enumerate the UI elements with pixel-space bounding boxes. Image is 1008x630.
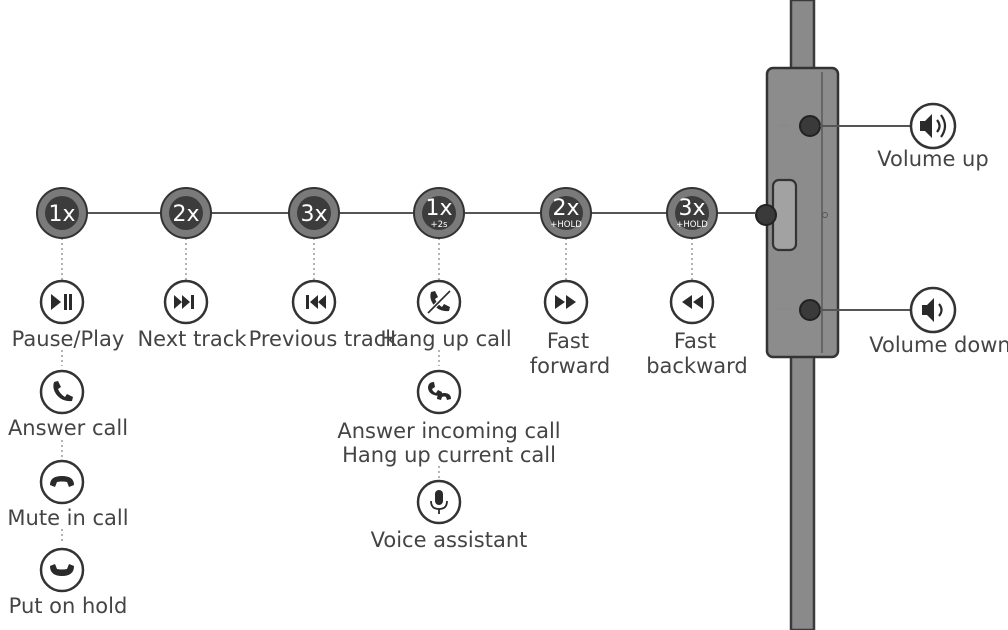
- volume-up-button[interactable]: [799, 115, 821, 137]
- press-count-label: 3x: [678, 196, 705, 221]
- action-label: Fast: [674, 329, 716, 353]
- action-label-line2: backward: [646, 354, 748, 378]
- fast-forward-icon: [543, 279, 589, 325]
- press-count-label: 2x: [172, 202, 199, 227]
- press-count-label: 3x: [300, 202, 327, 227]
- action-label: Next track: [137, 327, 247, 351]
- next-track-icon: [163, 279, 209, 325]
- action-label: Pause/Play: [12, 327, 125, 351]
- speaker-soft-icon: [909, 286, 957, 334]
- press-2x: 2x: [160, 187, 212, 239]
- plus-sign: +: [774, 111, 794, 139]
- remote-control: [765, 66, 840, 359]
- handset-down-icon: [39, 459, 85, 505]
- minus-sign: −: [774, 294, 794, 322]
- press-count-label: 1x: [425, 196, 452, 221]
- fast-backward-icon: [669, 279, 715, 325]
- press-duration-label: +HOLD: [550, 220, 582, 230]
- multifunction-button[interactable]: [755, 204, 777, 226]
- volume-down-button[interactable]: [799, 299, 821, 321]
- press-duration-label: +HOLD: [676, 220, 708, 230]
- action-label-line2: forward: [530, 354, 611, 378]
- action-label: Answer incoming call: [337, 419, 560, 443]
- play-pause-icon: [39, 279, 85, 325]
- phone-icon: [39, 369, 85, 415]
- press-3x-hold: 3x +HOLD: [666, 187, 718, 239]
- volume-up-label: Volume up: [877, 147, 988, 171]
- press-count-label: 2x: [552, 196, 579, 221]
- press-3x: 3x: [288, 187, 340, 239]
- action-label: Fast: [547, 329, 589, 353]
- press-duration-label: +2s: [431, 220, 449, 230]
- dotted-connectors: [61, 238, 693, 544]
- microphone-icon: [416, 479, 462, 525]
- action-label: Previous track: [249, 327, 399, 351]
- action-label-line2: Hang up current call: [342, 443, 556, 467]
- press-1x-2s: 1x +2s: [413, 187, 465, 239]
- action-label: Mute in call: [7, 506, 128, 530]
- press-2x-hold: 2x +HOLD: [540, 187, 592, 239]
- previous-track-icon: [291, 279, 337, 325]
- phone-crossed-icon: [416, 279, 462, 325]
- speaker-loud-icon: [909, 102, 957, 150]
- volume-down-label: Volume down: [869, 333, 1008, 357]
- phone-switch-icon: [416, 369, 462, 415]
- action-label: Answer call: [8, 416, 128, 440]
- press-1x: 1x: [36, 187, 88, 239]
- action-label: Hang up call: [380, 327, 511, 351]
- handset-up-icon: [39, 547, 85, 593]
- press-count-label: 1x: [48, 202, 75, 227]
- action-label: Put on hold: [9, 594, 128, 618]
- action-label: Voice assistant: [371, 528, 528, 552]
